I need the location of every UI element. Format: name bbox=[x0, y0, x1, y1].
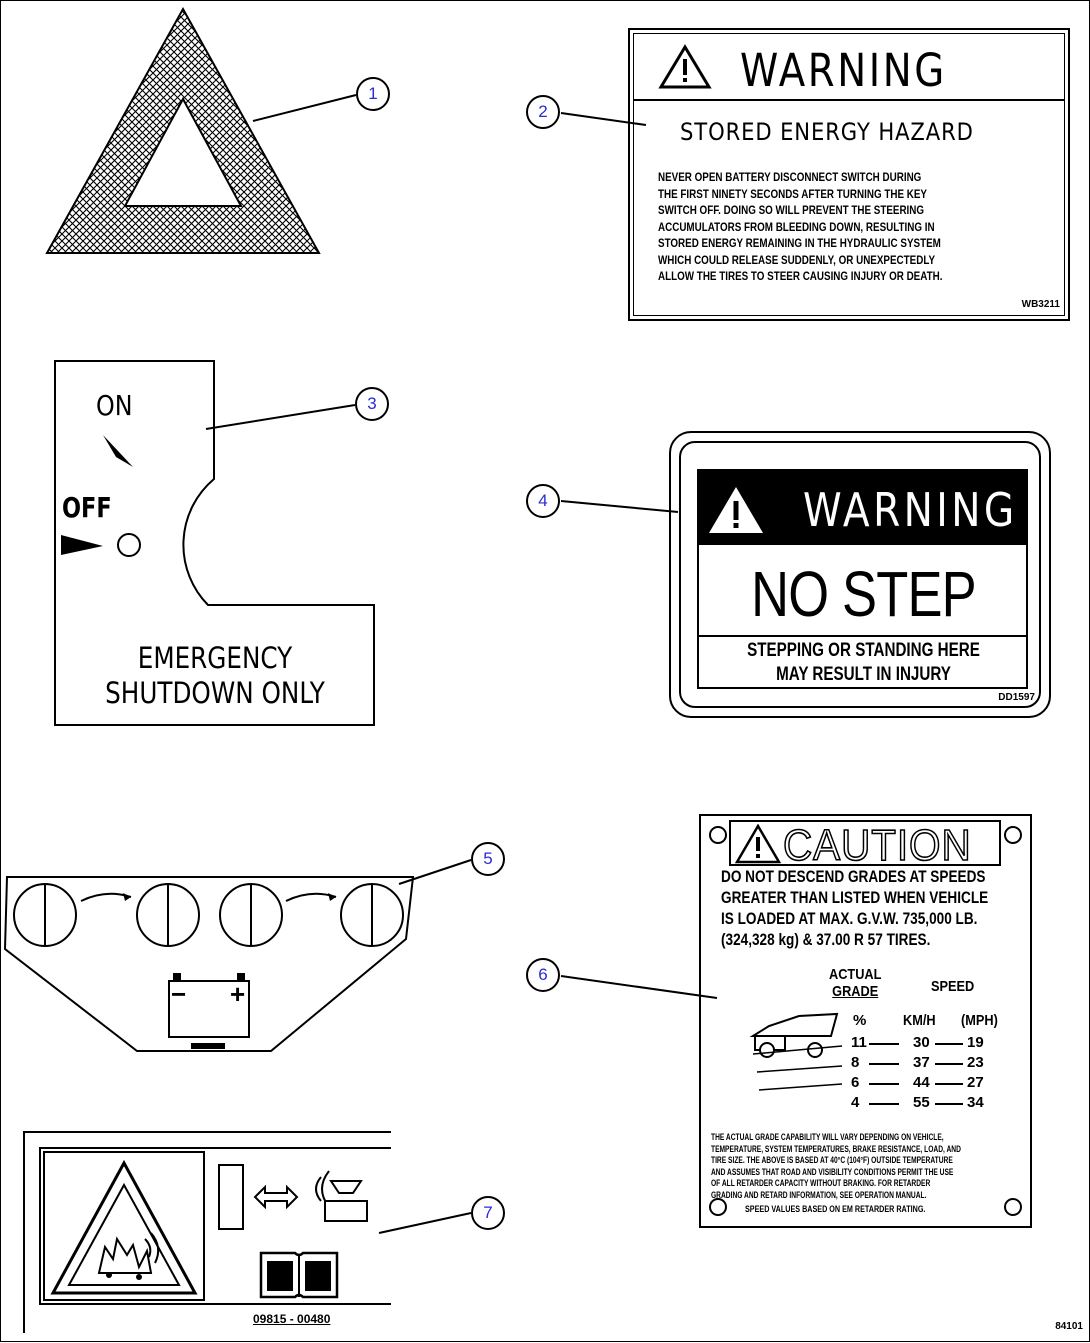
minus-terminal-label: − bbox=[171, 979, 187, 1009]
mounting-hole-icon bbox=[1004, 1198, 1022, 1216]
off-label: OFF bbox=[62, 491, 112, 524]
battery-icon bbox=[168, 980, 250, 1038]
part-number: 09815 - 00480 bbox=[253, 1312, 331, 1326]
caution-triangle-icon bbox=[735, 824, 781, 864]
indicator-light-icon bbox=[117, 533, 141, 557]
warning-triangle-icon bbox=[709, 487, 763, 533]
off-arrow-icon bbox=[61, 535, 103, 555]
actual-grade-heading: ACTUAL GRADE bbox=[829, 966, 882, 1000]
no-step-title: NO STEP bbox=[751, 558, 976, 630]
mounting-hole-icon bbox=[709, 826, 727, 844]
callout-1: 1 bbox=[356, 77, 390, 111]
caution-footnote: THE ACTUAL GRADE CAPABILITY WILL VARY DE… bbox=[711, 1132, 961, 1200]
emergency-caption: EMERGENCY SHUTDOWN ONLY bbox=[105, 641, 325, 710]
mounting-hole-icon bbox=[1004, 826, 1022, 844]
unit-kmh: KM/H bbox=[903, 1012, 936, 1029]
part-number-mark bbox=[191, 1043, 225, 1049]
stored-energy-warning-decal: WARNING STORED ENERGY HAZARD NEVER OPEN … bbox=[628, 28, 1070, 321]
mounting-hole-icon bbox=[709, 1198, 727, 1216]
fire-hazard-triangle-icon bbox=[50, 1159, 198, 1295]
figure-id: 84101 bbox=[1055, 1320, 1083, 1332]
caution-bottom-line: SPEED VALUES BASED ON EM RETARDER RATING… bbox=[745, 1204, 926, 1214]
warning-triangle-icon bbox=[658, 44, 712, 89]
part-number: WB3211 bbox=[1021, 298, 1060, 310]
hazard-subtitle: STORED ENERGY HAZARD bbox=[680, 118, 974, 146]
haul-truck-icon bbox=[749, 1012, 843, 1091]
warning-header: WARNING bbox=[803, 483, 1018, 537]
callout-3: 3 bbox=[355, 387, 389, 421]
caution-text: DO NOT DESCEND GRADES AT SPEEDS GREATER … bbox=[721, 867, 989, 949]
callout-5: 5 bbox=[471, 842, 505, 876]
caution-header: CAUTION bbox=[782, 820, 972, 871]
on-arrow-icon bbox=[103, 435, 133, 467]
callout-6: 6 bbox=[526, 958, 560, 992]
reflective-triangle-decal bbox=[45, 6, 321, 254]
callout-4: 4 bbox=[526, 484, 560, 518]
double-arrow-icon bbox=[253, 1184, 299, 1210]
caution-grade-speed-decal: CAUTION DO NOT DESCEND GRADES AT SPEEDS … bbox=[699, 814, 1032, 1228]
no-step-message: STEPPING OR STANDING HERE MAY RESULT IN … bbox=[747, 640, 980, 685]
ether-fire-hazard-decal: 09815 - 00480 bbox=[23, 1131, 391, 1333]
plus-terminal-label: + bbox=[230, 979, 246, 1009]
speed-heading: SPEED bbox=[931, 978, 975, 995]
warning-header: WARNING bbox=[740, 44, 947, 97]
callout-7: 7 bbox=[471, 1196, 505, 1230]
warning-body-text: NEVER OPEN BATTERY DISCONNECT SWITCH DUR… bbox=[658, 170, 943, 283]
unit-percent: % bbox=[853, 1012, 867, 1029]
spray-can-icon bbox=[329, 1180, 363, 1194]
on-label: ON bbox=[96, 389, 133, 422]
callout-2: 2 bbox=[526, 95, 560, 129]
ether-start-icons bbox=[218, 1164, 368, 1299]
no-step-warning-decal: WARNING NO STEP STEPPING OR STANDING HER… bbox=[669, 431, 1051, 718]
battery-disconnect-decal bbox=[3, 876, 415, 1052]
emergency-shutdown-decal bbox=[54, 360, 375, 726]
part-number: DD1597 bbox=[998, 691, 1035, 703]
unit-mph: (MPH) bbox=[961, 1012, 998, 1029]
switch-icon bbox=[218, 1164, 244, 1230]
